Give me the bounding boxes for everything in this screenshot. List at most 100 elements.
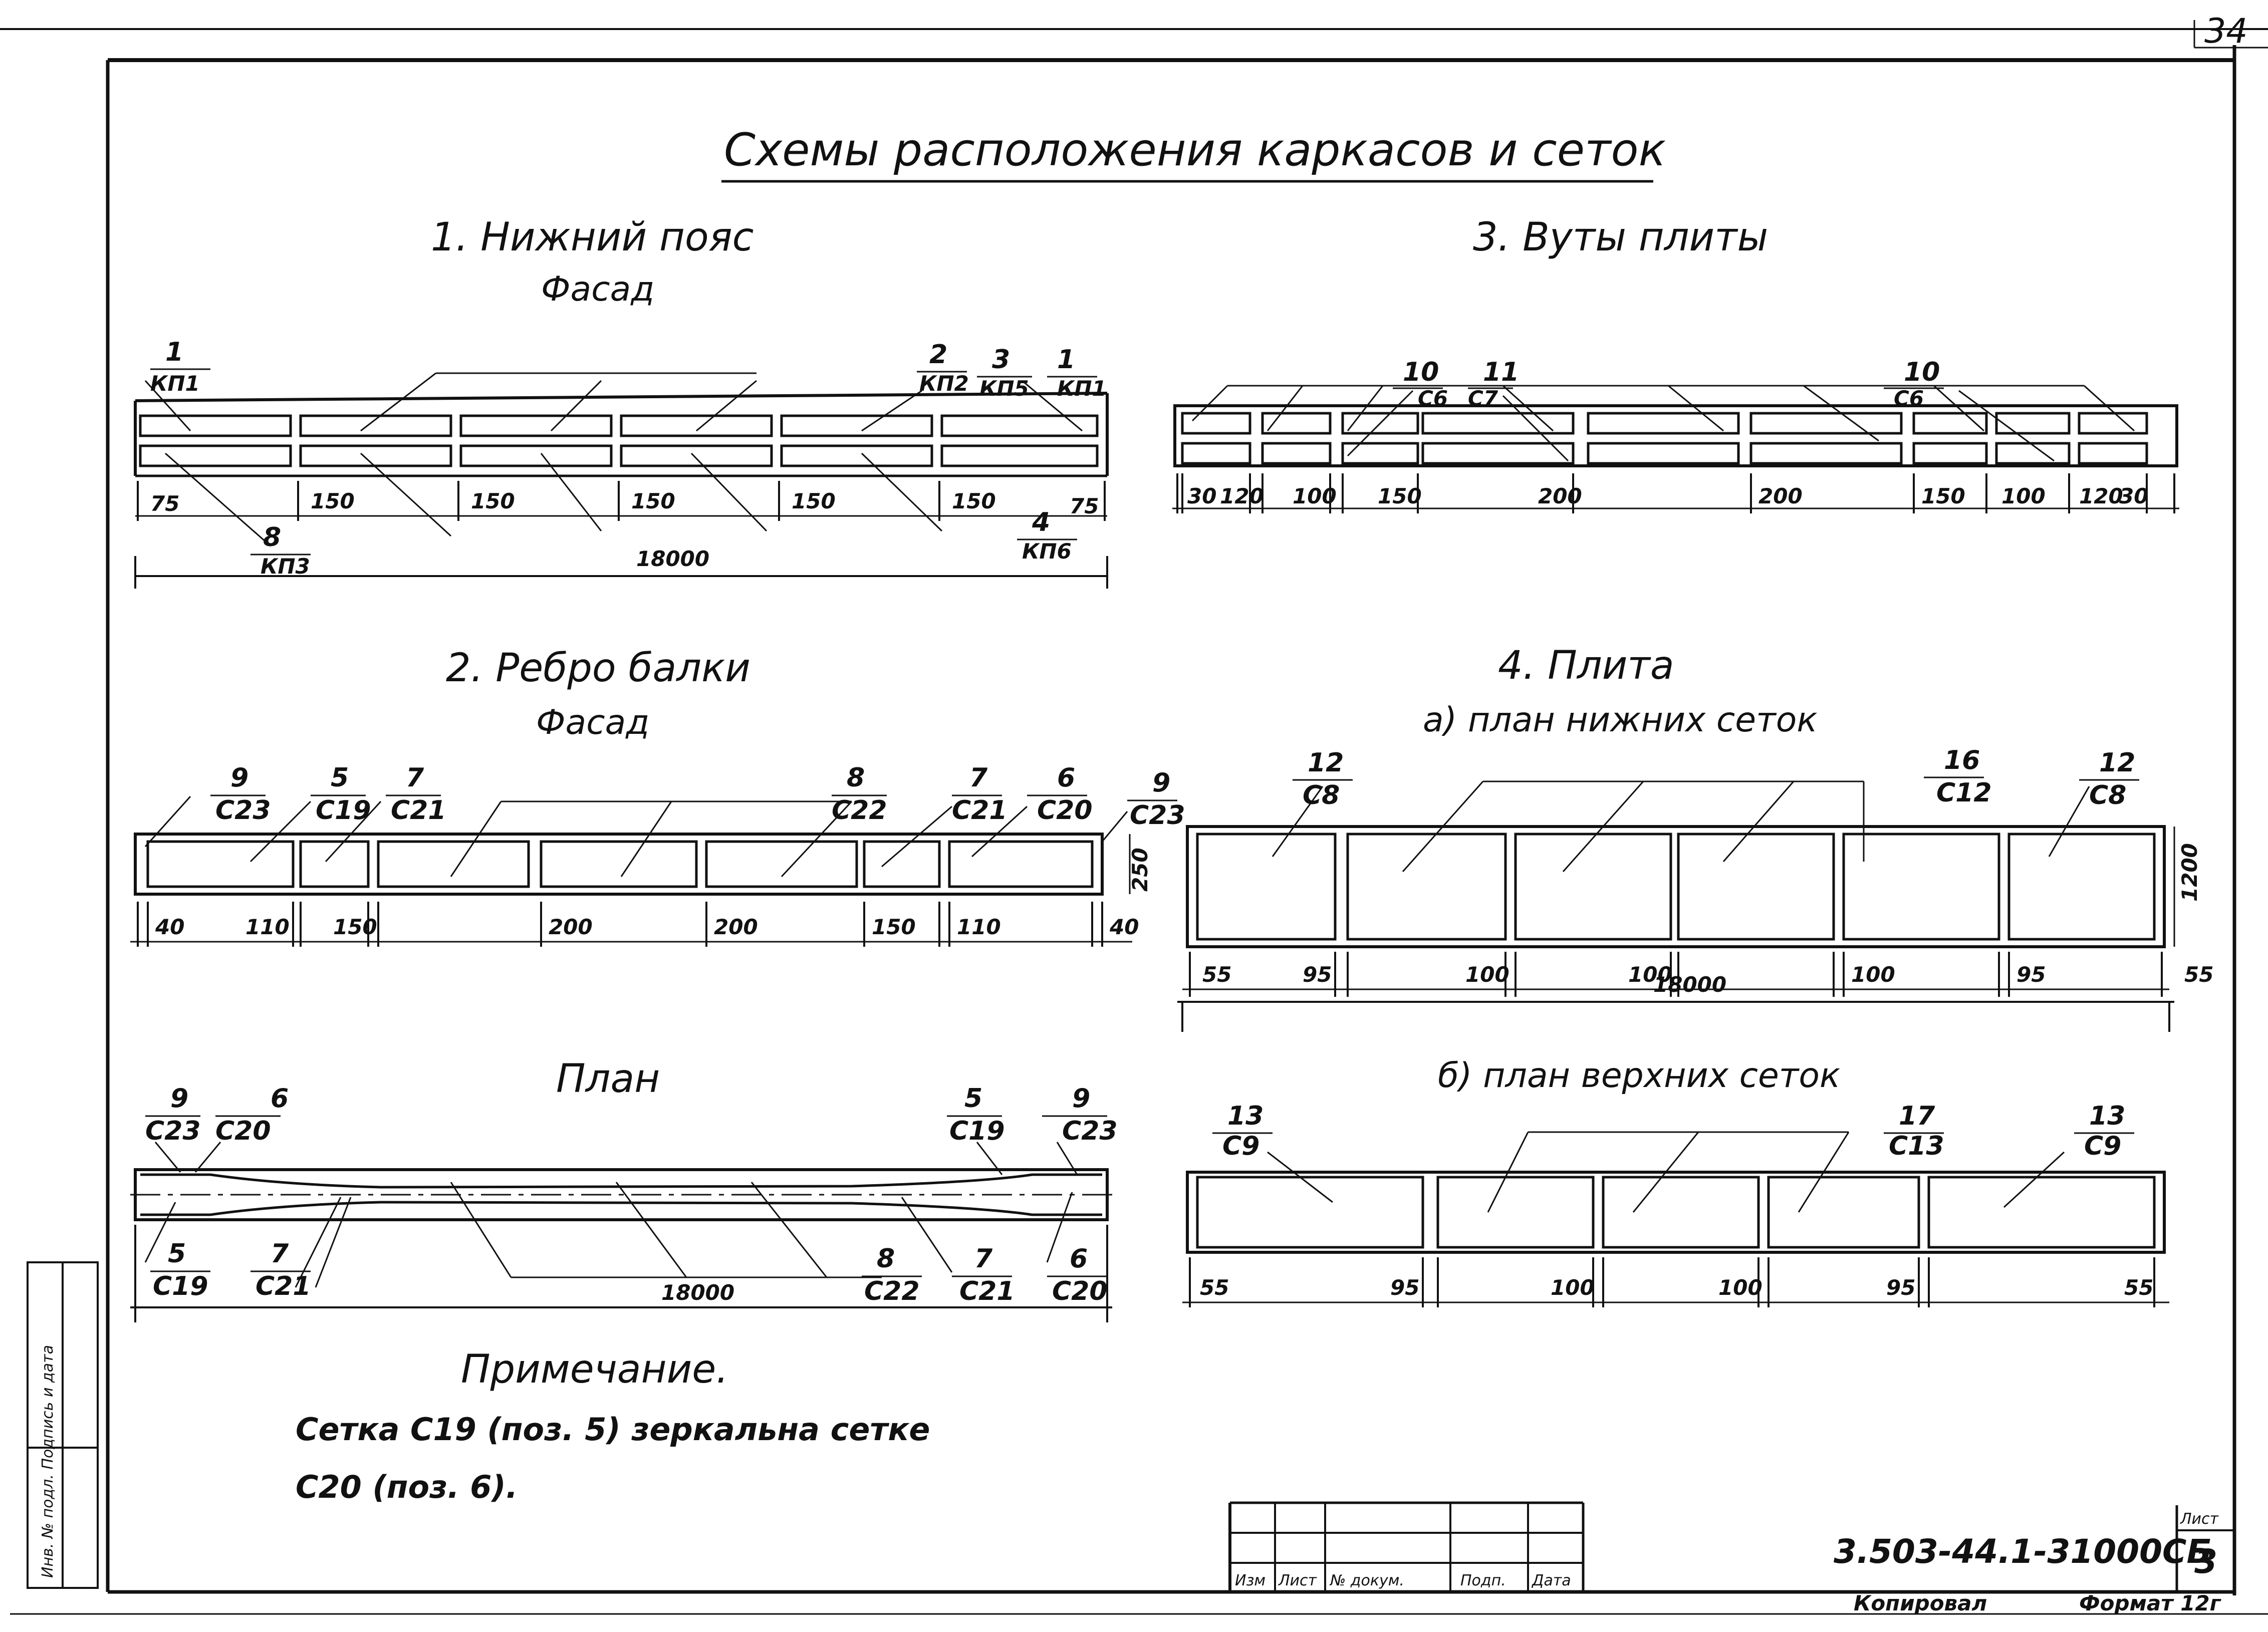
plan-heading: План <box>556 1056 660 1102</box>
s3-dim: 200 <box>1538 484 1582 508</box>
sheet-label: Лист <box>2180 1510 2219 1528</box>
s4b-dim: 55 <box>1200 1275 1229 1300</box>
s4b-dim: 55 <box>2124 1275 2153 1300</box>
plan-bot-pos: 7 <box>974 1244 993 1274</box>
plan-top-mark: С19 <box>949 1116 1005 1146</box>
stamp-col-sign: Подп. <box>1460 1572 1506 1589</box>
s4b-dim: 95 <box>1886 1275 1915 1300</box>
note-line-1: Сетка С19 (поз. 5) зеркальна сетке <box>296 1411 930 1448</box>
section-3: 3. Вуты плиты 10 <box>1172 215 2179 513</box>
s4b-label-mark: С9 <box>2084 1131 2121 1161</box>
s2-label-mark: С20 <box>1037 795 1093 826</box>
s1-dim: 150 <box>952 489 996 513</box>
s1-total: 18000 <box>636 547 709 571</box>
s4b-label-mark: С13 <box>1889 1131 1944 1161</box>
section-2-heading: 2. Ребро балки <box>446 646 750 691</box>
s1-label-pos: 2 <box>929 340 947 370</box>
s1-label-mark: КП3 <box>261 554 310 579</box>
doc-code: 3.503-44.1-31000СБ <box>1834 1532 2212 1571</box>
s3-dim: 30 <box>2119 484 2148 508</box>
s2-label-mark: С19 <box>316 795 371 826</box>
s4a-label-mark: С8 <box>1303 780 1340 810</box>
s1-dim: 150 <box>471 489 515 513</box>
s2-dim: 40 <box>155 915 184 939</box>
copied-by: Копировал <box>1854 1591 1987 1615</box>
s4b-dim: 100 <box>1718 1275 1762 1300</box>
plan-bot-mark: С21 <box>959 1276 1015 1306</box>
s4a-label-pos: 12 <box>2099 748 2135 778</box>
s1-dim: 75 <box>1070 494 1099 518</box>
title-block: Изм Лист № докум. Подп. Дата 3.503-44.1-… <box>1228 1501 2234 1615</box>
s4a-dim: 100 <box>1628 962 1672 987</box>
s3-dim: 100 <box>2001 484 2046 508</box>
side-stamp: Инв. № подл. Подпись и дата <box>27 1261 99 1589</box>
s1-label-pos: 1 <box>165 337 183 367</box>
section-1-heading: 1. Нижний пояс <box>431 215 754 260</box>
s4a-label-pos: 12 <box>1308 748 1344 778</box>
section-4a-heading: а) план нижних сеток <box>1423 700 1817 740</box>
s3-dim: 150 <box>1921 484 1965 508</box>
plan-total: 18000 <box>661 1280 734 1305</box>
section-4: 4. Плита а) план нижних сеток 12 С8 16 <box>1177 643 2213 1307</box>
s3-label-pos: 11 <box>1483 357 1519 387</box>
s4a-dim: 100 <box>1851 962 1895 987</box>
plan-bot-pos: 8 <box>877 1244 895 1274</box>
s2-label-pos: 6 <box>1057 763 1075 793</box>
s4b-label-pos: 13 <box>2089 1101 2125 1131</box>
s1-label-pos: 4 <box>1032 507 1050 537</box>
s1-label-pos: 1 <box>1057 345 1075 375</box>
s1-label-mark: КП1 <box>150 371 200 396</box>
plan-top-pos: 6 <box>271 1083 289 1114</box>
plan-bot-pos: 7 <box>271 1239 289 1269</box>
s3-dim: 30 <box>1187 484 1216 508</box>
s3-dim: 100 <box>1293 484 1337 508</box>
section-4-heading: 4. Плита <box>1498 643 1674 688</box>
plan-bot-mark: С19 <box>153 1271 208 1301</box>
s4a-dim: 55 <box>1202 962 1231 987</box>
plan-bot-pos: 6 <box>1070 1244 1088 1274</box>
s4b-label-pos: 17 <box>1899 1101 1935 1131</box>
s1-dim: 75 <box>150 491 179 516</box>
s4a-dim: 100 <box>1465 962 1509 987</box>
s1-dim: 150 <box>631 489 675 513</box>
s3-dim: 120 <box>2079 484 2123 508</box>
stamp-col-list: Лист <box>1278 1572 1318 1589</box>
s2-dim: 40 <box>1109 915 1139 939</box>
s2-label-pos: 7 <box>406 763 424 793</box>
s2-label-pos: 7 <box>969 763 988 793</box>
s4a-dim: 55 <box>2184 962 2213 987</box>
plan-top-mark: С23 <box>145 1116 201 1146</box>
section-4b-plan: 13 С9 17 С13 13 С9 55 95 100 100 95 55 <box>1182 1101 2169 1307</box>
note-heading: Примечание. <box>461 1347 728 1392</box>
side-stamp-label: Инв. № подл. Подпись и дата <box>39 1345 57 1578</box>
s4a-label-mark: С8 <box>2089 780 2126 810</box>
s1-dim: 150 <box>792 489 836 513</box>
section-4b-heading: б) план верхних сеток <box>1438 1056 1840 1096</box>
section-2-elevation: 9 С23 5 С19 7 С21 8 С22 7 С21 6 С20 9 С2… <box>130 763 1185 947</box>
s1-label-pos: 8 <box>263 522 281 553</box>
s2-label-pos: 9 <box>230 763 248 793</box>
s3-dim: 120 <box>1220 484 1264 508</box>
s3-label-pos: 10 <box>1904 357 1940 387</box>
s4a-dim: 95 <box>1303 962 1332 987</box>
section-2-subheading: Фасад <box>536 703 649 742</box>
s2-dim: 200 <box>549 915 593 939</box>
s3-dim: 150 <box>1378 484 1422 508</box>
stamp-col-doc: № докум. <box>1329 1572 1404 1589</box>
s2-label-mark: С21 <box>952 795 1007 826</box>
sheet-number: 3 <box>2194 1542 2217 1581</box>
s2-dim: 200 <box>714 915 758 939</box>
s2-height: 250 <box>1128 848 1152 892</box>
s4b-label-mark: С9 <box>1222 1131 1259 1161</box>
s2-label-mark: С23 <box>215 795 271 826</box>
s2-label-pos: 9 <box>1152 768 1170 798</box>
s4a-label-pos: 16 <box>1944 745 1980 775</box>
s3-label-pos: 10 <box>1403 357 1439 387</box>
plan-bot-pos: 5 <box>168 1239 186 1269</box>
s1-label-mark: КП2 <box>919 371 969 396</box>
sheet-frame <box>0 20 2268 1615</box>
s4b-label-pos: 13 <box>1227 1101 1264 1131</box>
plan-bot-mark: С22 <box>864 1276 920 1306</box>
section-1-elevation: 1 КП1 2 КП2 3 КП5 1 КП1 8 КП3 4 КП6 <box>134 337 1109 589</box>
